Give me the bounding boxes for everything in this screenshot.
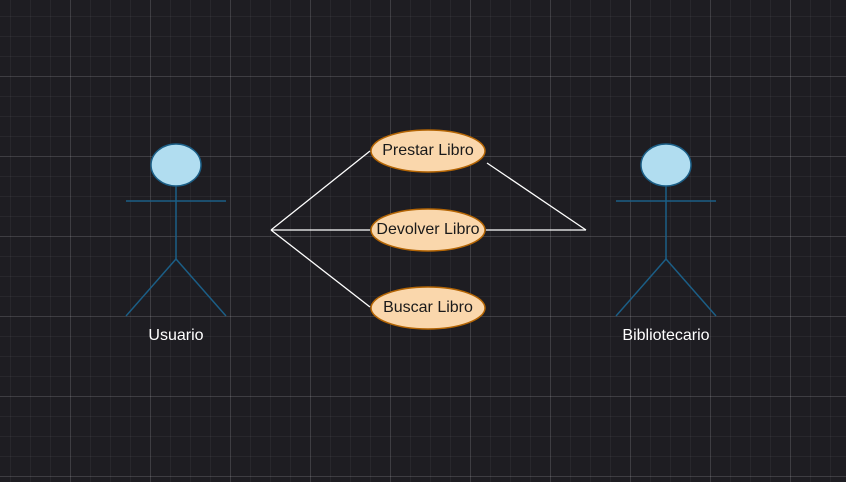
connector-usuario-buscar[interactable] [270, 229, 371, 308]
use-case-devolver-libro[interactable] [370, 208, 486, 252]
actor-right-leg [665, 258, 717, 317]
connector-bibliotecario-prestar[interactable] [486, 162, 587, 231]
use-case-label-buscar: Buscar Libro [383, 299, 473, 316]
connector-usuario-prestar[interactable] [270, 150, 371, 231]
actor-head [150, 143, 202, 187]
actor-left-leg [615, 258, 667, 317]
use-case-label-prestar: Prestar Libro [382, 142, 474, 159]
actor-right-leg [175, 258, 227, 317]
connectors [270, 150, 587, 308]
actor-bibliotecario[interactable] [615, 143, 717, 317]
actor-label-usuario: Usuario [148, 327, 204, 344]
use-cases [370, 129, 486, 330]
actor-usuario[interactable] [125, 143, 227, 317]
actor-left-leg [125, 258, 177, 317]
use-case-label-devolver: Devolver Libro [376, 221, 480, 238]
actor-head [640, 143, 692, 187]
actor-label-bibliotecario: Bibliotecario [622, 327, 710, 344]
use-case-buscar-libro[interactable] [370, 286, 486, 330]
use-case-prestar-libro[interactable] [370, 129, 486, 173]
